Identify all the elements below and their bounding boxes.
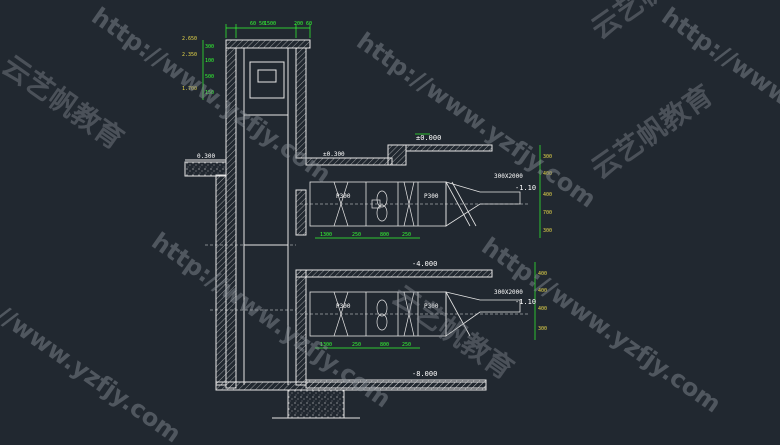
- elev-mid-a: 2.350: [182, 52, 197, 58]
- row-dim-top-2: 800: [380, 232, 389, 238]
- slab-mid: [295, 269, 493, 278]
- side-dim-rt-3: 700: [543, 210, 552, 216]
- side-dim-rb-2: 400: [538, 306, 547, 312]
- top-dim-left: 60 50: [250, 21, 265, 27]
- side-dim-l-0: 300: [205, 44, 214, 50]
- row-dim-top-0: 1300: [320, 232, 332, 238]
- side-dim-l-2: 500: [205, 74, 214, 80]
- elev-duct-top: -1.10: [515, 184, 536, 192]
- side-dims-right-top: 300 400 400 700 300: [543, 154, 552, 234]
- slab-upper-right: [405, 144, 493, 152]
- row-dim-bottom-0: 1300: [320, 342, 332, 348]
- side-dim-rb-3: 300: [538, 326, 547, 332]
- fan-label-top: P300: [336, 193, 351, 200]
- shaft-right-wall-upper: [295, 47, 307, 159]
- row-dim-bottom-3: 250: [402, 342, 411, 348]
- elev-slab-a: ±0.000: [416, 134, 441, 142]
- side-dim-rb-1: 400: [538, 288, 547, 294]
- fan-label-bottom: P300: [336, 303, 351, 310]
- side-dims-right-bottom: 400 400 400 300: [538, 271, 547, 332]
- roof-slab: [225, 39, 311, 49]
- elev-slab-a-right: ±0.300: [323, 151, 345, 158]
- side-dim-rt-0: 300: [543, 154, 552, 160]
- slab-step: [387, 144, 407, 166]
- fan-label-top-right: P300: [424, 193, 439, 200]
- fan-label-bottom-right: P300: [424, 303, 439, 310]
- elev-slab-b: -4.000: [412, 260, 437, 268]
- centerlines: [205, 203, 530, 315]
- row-dim-top-3: 250: [402, 232, 411, 238]
- row-dim-bottom-2: 800: [380, 342, 389, 348]
- slab-bottom: [305, 379, 487, 389]
- shaft-right-wall-mid: [295, 189, 307, 236]
- upper-slab-group: [305, 144, 493, 166]
- elev-mid-b: 1.700: [182, 86, 197, 92]
- side-dim-l-1: 100: [205, 58, 214, 64]
- foundation-block: [287, 389, 345, 419]
- louver-box: [249, 61, 285, 99]
- top-dim-middle: 1500: [264, 21, 276, 27]
- elev-duct-bottom: -1.10: [515, 298, 536, 306]
- ground-left: [184, 159, 227, 177]
- dimension-lines: [202, 24, 541, 349]
- row-dim-top-1: 250: [352, 232, 361, 238]
- top-dim-right: 200 60: [294, 21, 312, 27]
- elev-ground: 0.300: [197, 153, 215, 160]
- watermark-brand-3: 云艺帆教育: [585, 78, 719, 185]
- duct-size-bottom: 300X2000: [494, 289, 523, 296]
- watermark-url-4: http://www.yzfjy.com: [477, 232, 727, 418]
- elev-bottom: -8.000: [412, 370, 437, 378]
- row-dim-bottom-1: 250: [352, 342, 361, 348]
- watermark-brand-1: 云艺帆教育: [0, 49, 130, 156]
- side-dim-rt-4: 300: [543, 228, 552, 234]
- watermark-url-6: http://www.yzfjy.com: [0, 262, 186, 445]
- side-dim-l-3: 150: [205, 90, 214, 96]
- duct-size-top: 300X2000: [494, 173, 523, 180]
- side-dim-rt-1: 400: [543, 171, 552, 177]
- side-dim-rt-2: 400: [543, 192, 552, 198]
- elev-roof: 2.650: [182, 36, 197, 42]
- side-dims-left: 300 100 500 150: [205, 44, 214, 96]
- watermark-url-2: http://www.yzfjy.com: [352, 27, 602, 213]
- side-dim-rb-0: 400: [538, 271, 547, 277]
